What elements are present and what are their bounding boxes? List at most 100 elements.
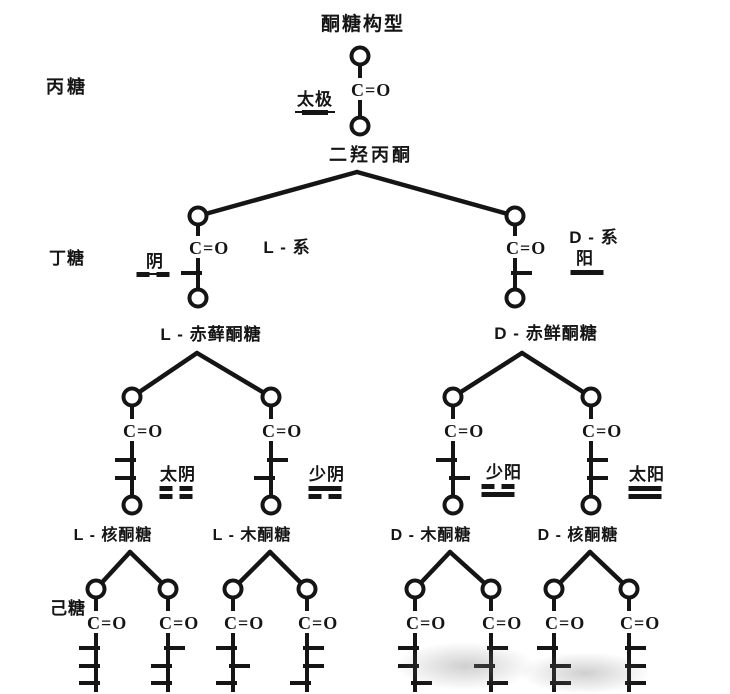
molecule-structure: C=O <box>474 578 522 692</box>
yang-symbol <box>570 270 604 275</box>
solid-line <box>628 486 662 491</box>
branch-line <box>195 169 360 219</box>
taiyin-label: 太阴 <box>160 465 196 484</box>
branch-line <box>354 169 518 219</box>
molecule-structure: C=O <box>537 578 585 692</box>
broken-line <box>159 486 193 491</box>
d-series-label: D - 系 <box>569 228 619 247</box>
molecule-structure: C=O <box>216 578 264 692</box>
terminal-carbon-circle <box>296 578 318 600</box>
solid-line <box>570 270 604 275</box>
molecule-structure: C=O <box>618 578 660 692</box>
solid-line <box>302 110 328 115</box>
row-label-tetrose: 丁糖 <box>49 249 85 268</box>
carbonyl-label: C=O <box>620 613 660 633</box>
page-title: 酮糖构型 <box>320 14 406 35</box>
dash-segment <box>501 484 515 489</box>
terminal-carbon-circle <box>442 386 464 408</box>
molecule-structure: C=O <box>349 45 391 137</box>
terminal-carbon-circle <box>157 578 179 600</box>
l-xylulose-label: L - 木酮糖 <box>212 527 292 544</box>
carbonyl-label: C=O <box>87 613 127 633</box>
molecule-structure: C=O <box>151 578 199 692</box>
dash-segment <box>156 272 170 277</box>
terminal-carbon-circle <box>580 386 602 408</box>
l-series-label: L - 系 <box>263 238 311 257</box>
carbonyl-label: C=O <box>123 421 163 441</box>
carbonyl-label: C=O <box>506 238 546 258</box>
terminal-carbon-circle <box>480 578 502 600</box>
branch-line <box>450 350 525 400</box>
molecule-structure: C=O <box>181 205 229 309</box>
terminal-carbon-circle <box>121 386 143 408</box>
solid-line <box>481 492 515 497</box>
dash-segment <box>136 272 150 277</box>
dash-segment <box>159 494 173 499</box>
shaoyang-label: 少阳 <box>486 463 522 482</box>
molecule-structure: C=O <box>254 386 302 516</box>
carbonyl-label: C=O <box>406 613 446 633</box>
carbonyl-label: C=O <box>545 613 585 633</box>
carbonyl-label: C=O <box>189 238 229 258</box>
dash-segment <box>159 486 173 491</box>
molecule-structure: C=O <box>504 205 546 309</box>
l-erythrulose-label: L - 赤藓酮糖 <box>160 325 262 344</box>
molecule-structure: C=O <box>79 578 127 692</box>
dash-segment <box>328 494 342 499</box>
carbonyl-label: C=O <box>444 421 484 441</box>
molecule-structure: C=O <box>115 386 163 516</box>
molecule-structure: C=O <box>398 578 446 692</box>
molecule-structure: C=O <box>580 386 622 516</box>
terminal-carbon-circle <box>349 115 371 137</box>
terminal-carbon-circle <box>580 494 602 516</box>
d-xylulose-label: D - 木酮糖 <box>390 527 472 544</box>
carbonyl-label: C=O <box>351 80 391 100</box>
dash-segment <box>481 484 495 489</box>
yin-symbol <box>136 272 170 277</box>
branch-line <box>519 350 594 400</box>
carbonyl-label: C=O <box>159 613 199 633</box>
terminal-carbon-circle <box>222 578 244 600</box>
taiyin-symbol <box>159 486 193 499</box>
dash-segment <box>179 494 193 499</box>
taiyang-symbol <box>628 486 662 499</box>
terminal-carbon-circle <box>260 386 282 408</box>
taiyang-label: 太阳 <box>629 465 665 484</box>
carbonyl-label: C=O <box>224 613 264 633</box>
print-smudge <box>520 652 650 694</box>
terminal-carbon-circle <box>85 578 107 600</box>
terminal-carbon-circle <box>260 494 282 516</box>
terminal-carbon-circle <box>543 578 565 600</box>
broken-line <box>159 494 193 499</box>
taiji-symbol <box>302 110 328 115</box>
yang-label: 阳 <box>574 249 596 272</box>
dihydroxyacetone-label: 二羟丙酮 <box>329 145 413 165</box>
terminal-carbon-circle <box>187 287 209 309</box>
terminal-carbon-circle <box>404 578 426 600</box>
molecule-structure: C=O <box>290 578 337 692</box>
solid-line <box>308 486 342 491</box>
terminal-carbon-circle <box>504 205 526 227</box>
d-erythrulose-label: D - 赤鲜酮糖 <box>494 324 598 343</box>
terminal-carbon-circle <box>349 45 371 67</box>
shaoyin-symbol <box>308 486 342 499</box>
d-ribulose-label: D - 核酮糖 <box>537 527 619 544</box>
broken-line <box>136 272 170 277</box>
carbonyl-label: C=O <box>582 421 622 441</box>
dash-segment <box>179 486 193 491</box>
shaoyin-label: 少阴 <box>309 465 345 484</box>
carbonyl-label: C=O <box>482 613 522 633</box>
shaoyang-symbol <box>481 484 515 497</box>
terminal-carbon-circle <box>121 494 143 516</box>
carbonyl-label: C=O <box>262 421 302 441</box>
row-label-triose: 丙糖 <box>46 77 88 97</box>
l-ribulose-label: L - 核酮糖 <box>73 527 153 544</box>
branch-line <box>194 350 274 400</box>
row-label-hexose: 己糖 <box>50 599 86 618</box>
solid-line <box>628 494 662 499</box>
broken-line <box>481 484 515 489</box>
terminal-carbon-circle <box>442 494 464 516</box>
yin-label: 阴 <box>144 252 166 275</box>
